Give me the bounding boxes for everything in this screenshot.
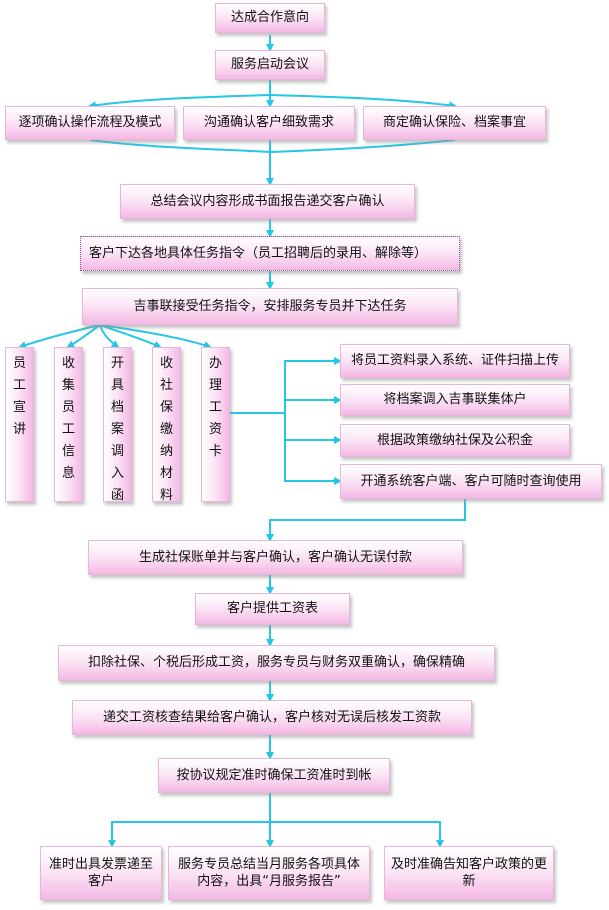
task-employee-briefing: 员工宣讲: [5, 347, 34, 502]
step-kickoff-meeting: 服务启动会议: [215, 50, 325, 80]
final-monthly-report: 服务专员总结当月服务各项具体内容，出具“月服务报告”: [168, 846, 370, 900]
final-policy-update: 及时准确告知客户政策的更新: [384, 846, 554, 900]
connector: [230, 357, 342, 414]
connector: [269, 94, 457, 110]
action-pay-social-security: 根据政策缴纳社保及公积金: [340, 424, 570, 457]
connector: [18, 324, 101, 349]
action-data-entry: 将员工资料录入系统、证件扫描上传: [340, 344, 570, 378]
connector: [66, 324, 101, 349]
step-cooperation-intent: 达成合作意向: [215, 3, 325, 33]
task-salary-card: 办理工资卡: [201, 347, 230, 502]
action-archive-transfer: 将档案调入吉事联集体户: [340, 384, 570, 416]
step-timely-payment: 按协议规定准时确保工资准时到帐: [158, 758, 390, 793]
step-social-security-bill: 生成社保账单并与客户确认，客户确认无误付款: [88, 540, 463, 575]
step-assign-specialist: 吉事联接受任务指令，安排服务专员并下达任务: [82, 288, 458, 325]
connector: [90, 80, 271, 106]
step-meeting-report: 总结会议内容形成书面报告递交客户确认: [120, 184, 415, 219]
step-calculate-salary: 扣除社保、个税后形成工资，服务专员与财务双重确认，确保精确: [58, 645, 495, 681]
connector: [99, 324, 212, 349]
connector: [89, 139, 271, 153]
connector: [269, 139, 456, 153]
task-archive-letter: 开具档案调入函: [103, 347, 132, 503]
final-invoice: 准时出具发票递至客户: [40, 846, 162, 900]
connector: [284, 413, 342, 485]
branch-client-needs: 沟通确认客户细致需求: [183, 106, 355, 140]
task-collect-info: 收集员工信息: [54, 347, 83, 502]
step-client-payroll: 客户提供工资表: [195, 593, 350, 625]
branch-operation-process: 逐项确认操作流程及模式: [5, 106, 175, 140]
branch-insurance-archives: 商定确认保险、档案事宜: [363, 106, 546, 140]
step-salary-check-result: 递交工资核查结果给客户确认，客户核对无误后核发工资款: [72, 700, 472, 735]
connector: [111, 793, 441, 843]
action-open-client-portal: 开通系统客户端、客户可随时查询使用: [340, 464, 602, 499]
task-social-security-materials: 收社保缴纳材料: [152, 347, 181, 503]
connector: [266, 499, 466, 542]
connector: [99, 324, 120, 349]
connector: [99, 324, 162, 349]
step-client-task-order: 客户下达各地具体任务指令（员工招聘后的录用、解除等）: [80, 236, 460, 271]
